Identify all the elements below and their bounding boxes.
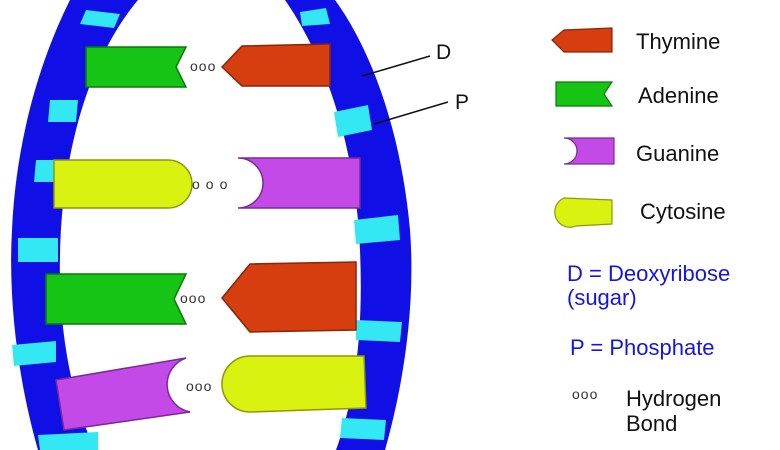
right-phosphate-segments	[300, 8, 402, 440]
legend-hydrogen-bond-symbol: ooo	[572, 386, 599, 402]
deoxyribose-definition-line2: (sugar)	[567, 285, 637, 310]
guanine-base-1	[237, 157, 361, 209]
legend-adenine-swatch	[555, 81, 614, 107]
cytosine-base-1	[53, 159, 193, 209]
legend-hydrogen-label-line1: Hydrogen	[626, 386, 722, 411]
hydrogen-bond-3: ooo	[180, 290, 207, 306]
phosphate-label: P	[455, 91, 470, 114]
adenine-base-2	[45, 273, 188, 325]
thymine-base-2	[221, 261, 357, 333]
hydrogen-bond-4: ooo	[186, 378, 213, 394]
thymine-base-1	[220, 43, 331, 87]
phosphate-pointer-line	[373, 101, 449, 125]
legend-thymine-label: Thymine	[636, 29, 721, 54]
left-backbone-strand	[11, 0, 139, 450]
legend-adenine-label: Adenine	[638, 83, 719, 108]
cytosine-base-2	[221, 355, 367, 413]
hydrogen-bond-2: ooo	[192, 176, 234, 192]
legend-hydrogen-label-line2: Bond	[626, 411, 678, 436]
guanine-base-2	[55, 357, 191, 431]
legend-thymine-swatch	[551, 27, 613, 53]
adenine-base-1	[85, 46, 188, 88]
phosphate-definition: P = Phosphate	[570, 335, 715, 360]
hydrogen-bond-1: ooo	[190, 58, 217, 74]
deoxyribose-label: D	[436, 41, 452, 64]
legend-guanine-swatch	[563, 137, 615, 165]
legend-cytosine-swatch	[554, 197, 613, 228]
deoxyribose-definition-line1: D = Deoxyribose	[567, 261, 731, 286]
legend-guanine-label: Guanine	[636, 141, 720, 166]
legend-cytosine-label: Cytosine	[640, 199, 726, 224]
deoxyribose-pointer-line	[361, 55, 431, 77]
